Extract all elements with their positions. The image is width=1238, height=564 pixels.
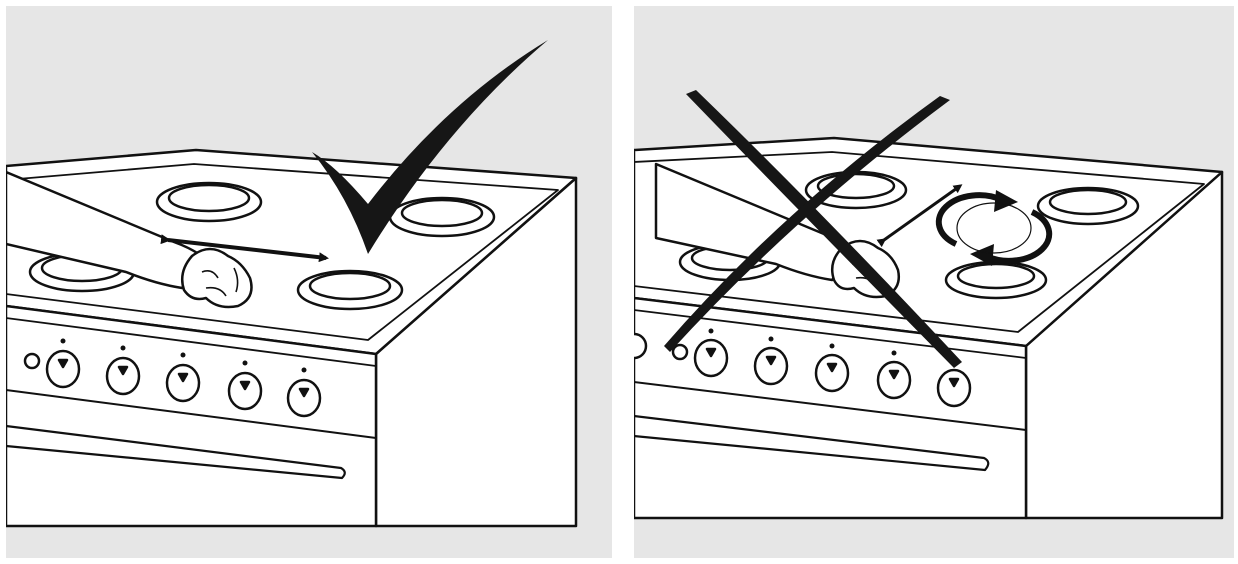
side-knob-partial [634, 334, 646, 358]
burner-back-left [157, 183, 261, 221]
indicator-light [673, 345, 687, 359]
correct-method-illustration [6, 6, 612, 558]
incorrect-method-panel [634, 6, 1234, 558]
correct-method-panel [6, 6, 612, 558]
burner-back-right [390, 198, 494, 236]
burner-back-right [1038, 188, 1138, 224]
indicator-light [25, 354, 39, 368]
burner-front-right [946, 262, 1046, 298]
burner-front-right [298, 271, 402, 309]
incorrect-method-illustration [634, 6, 1234, 558]
